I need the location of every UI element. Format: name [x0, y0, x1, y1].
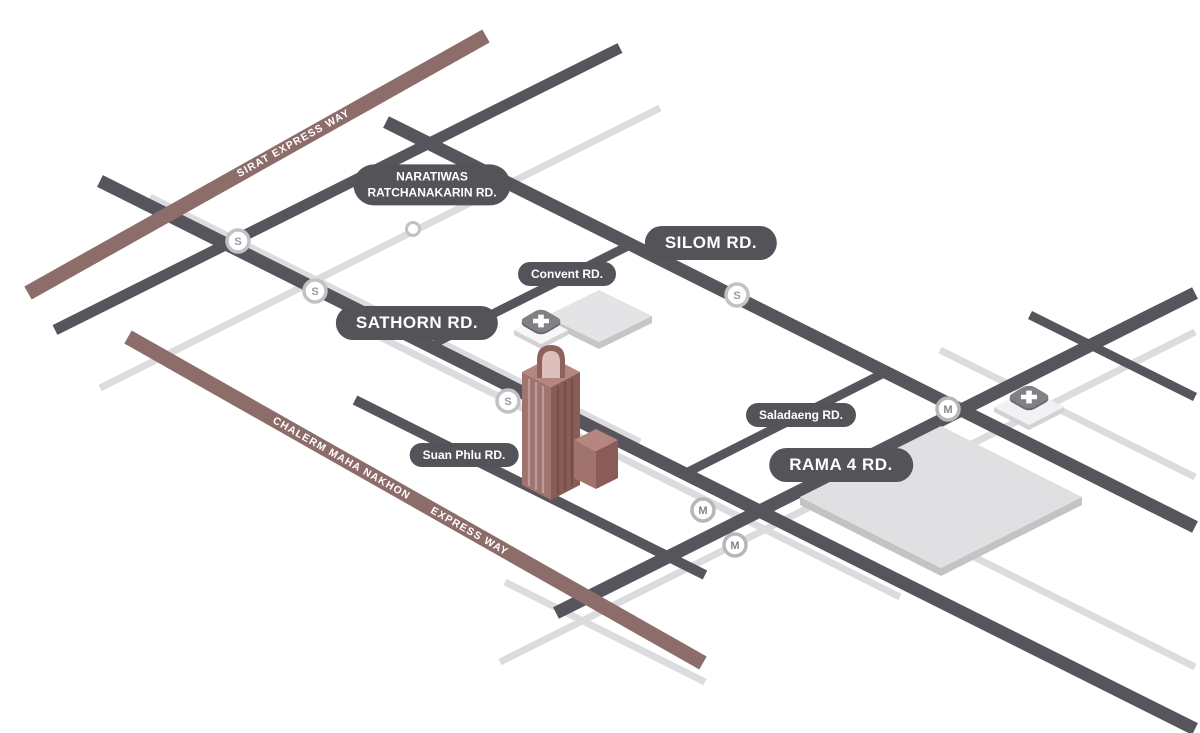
mrt-station-icon: M — [722, 532, 748, 558]
building-annex-top-face — [574, 429, 618, 451]
city-block — [546, 290, 652, 342]
silom-road — [383, 116, 1198, 533]
sathorn-road — [97, 175, 1198, 733]
hospital-base-side — [994, 407, 1064, 430]
suan-phlu-road-label: Suan Phlu RD. — [409, 443, 519, 467]
building-annex-left-face — [574, 440, 596, 489]
sathorn-road-label: SATHORN RD. — [335, 306, 499, 340]
minor-road — [98, 104, 662, 392]
chalerm-expressway — [124, 330, 707, 670]
naratiwas-road-label-line2: RATCHANAKARIN RD. — [367, 185, 497, 199]
bts-station-icon: S — [225, 228, 251, 254]
hospital-icon — [1009, 385, 1049, 411]
convent-road-label: Convent RD. — [518, 262, 616, 286]
station-glyph: M — [730, 540, 739, 552]
bts-station-icon: S — [495, 388, 521, 414]
sirat-expressway-label: SIRAT EXPRESS WAY — [235, 107, 352, 180]
bts-station-icon: S — [302, 278, 328, 304]
sirat-expressway — [24, 29, 490, 300]
minor-road — [338, 313, 902, 601]
naratiwas-road-label: NARATIWAS RATCHANAKARIN RD. — [353, 164, 511, 206]
silom-road-label: SILOM RD. — [644, 226, 778, 260]
station-glyph: M — [698, 505, 707, 517]
building-right-face — [551, 372, 580, 500]
expressway-network — [24, 29, 707, 670]
chalerm-expressway-label-line1: CHALERM MAHA NAKHON — [271, 415, 413, 503]
road-junction-icon — [405, 221, 421, 237]
mrt-station-icon: M — [690, 497, 716, 523]
station-glyph: S — [733, 290, 740, 302]
transit-stations: S S S S M M M — [225, 221, 961, 558]
bts-station-icon: S — [724, 282, 750, 308]
minor-road — [503, 578, 707, 686]
station-glyph: S — [311, 286, 318, 298]
chalerm-expressway-label-line2: EXPRESS WAY — [428, 505, 510, 559]
hospital-icon — [521, 309, 561, 335]
building-annex-right-face — [596, 440, 618, 489]
medical-cross-icon — [1021, 390, 1037, 404]
saladaeng-road-label: Saladaeng RD. — [745, 403, 857, 427]
station-glyph: M — [943, 404, 952, 416]
mrt-station-icon: M — [935, 396, 961, 422]
landmark-building — [522, 345, 618, 500]
rama4-road-label: RAMA 4 RD. — [769, 448, 913, 482]
medical-cross-icon — [533, 314, 549, 328]
station-glyph: S — [504, 396, 511, 408]
building-left-face — [522, 372, 551, 500]
building-window-stripes — [527, 379, 574, 494]
building-arch-inset — [542, 351, 560, 378]
hospital-base-side — [514, 330, 568, 349]
naratiwas-road-label-line1: NARATIWAS — [396, 169, 468, 184]
station-glyph: S — [234, 236, 241, 248]
unnamed-road — [1027, 310, 1198, 402]
minor-road — [938, 346, 1197, 481]
naratiwas-road — [52, 43, 623, 335]
